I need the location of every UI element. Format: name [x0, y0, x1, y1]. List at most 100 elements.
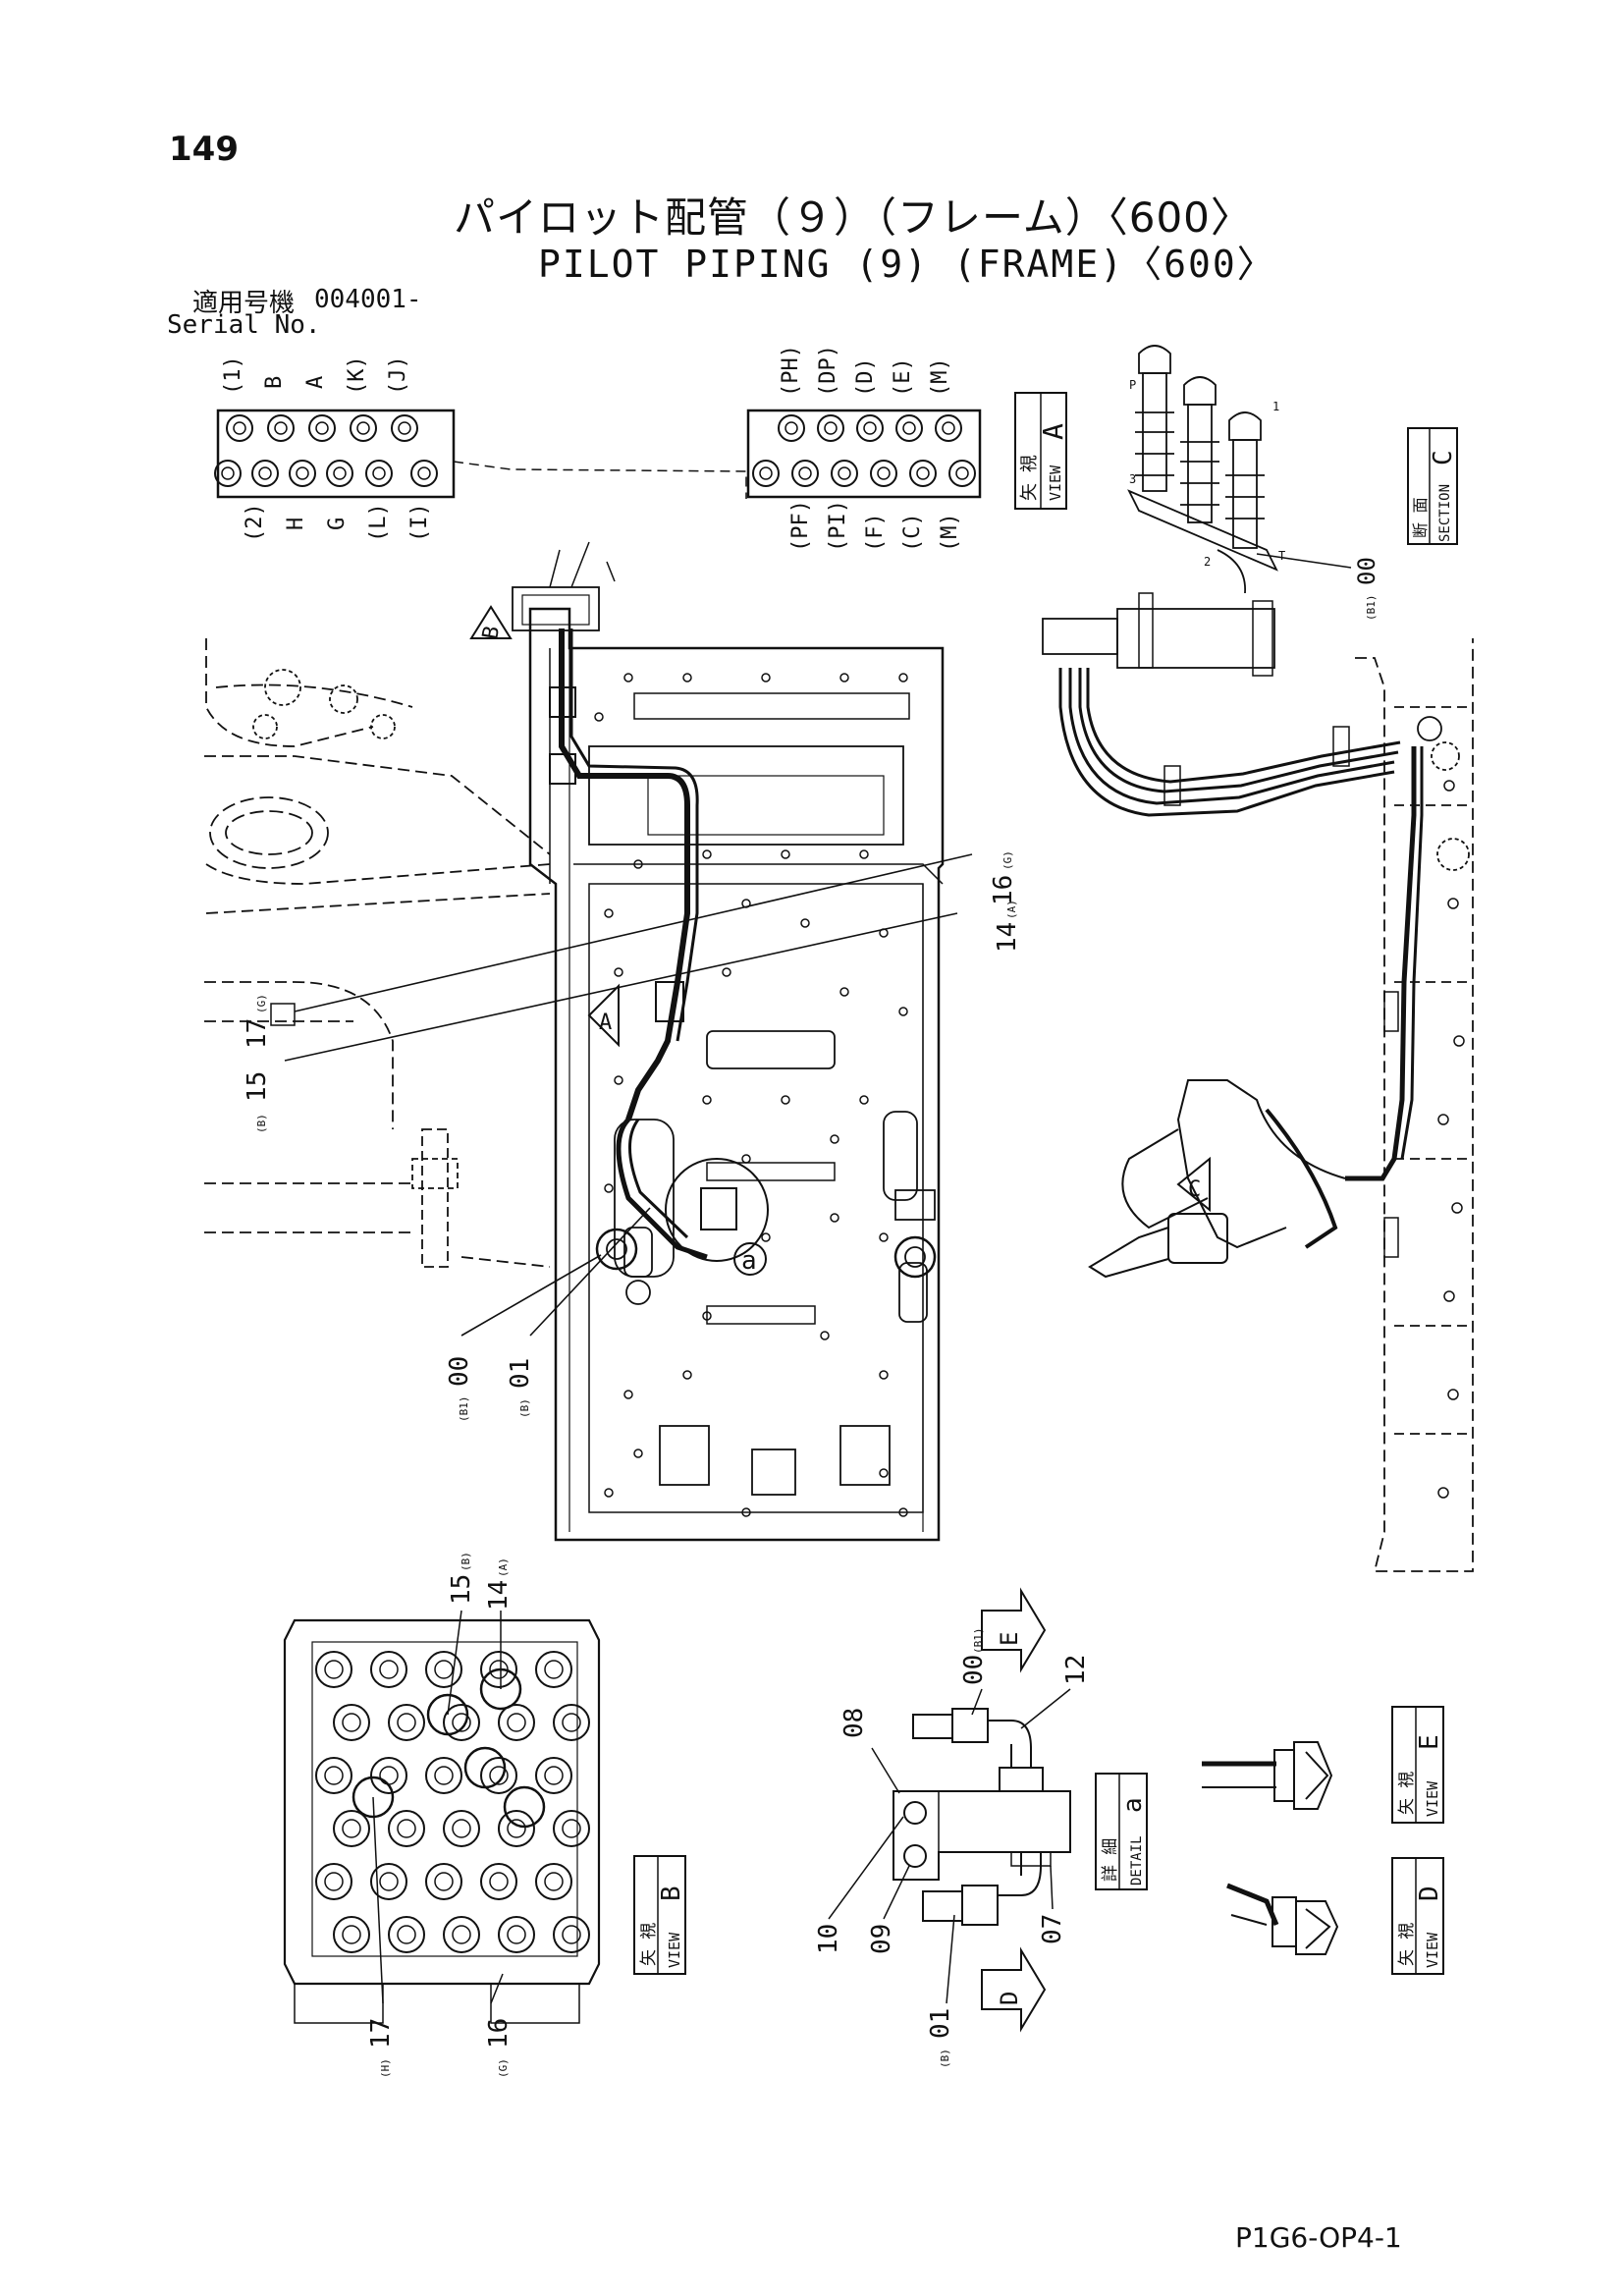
port-fitting — [410, 460, 438, 487]
bolt-head — [879, 1370, 889, 1380]
bolt-head — [722, 967, 731, 977]
drawing-code: P1G6-OP4-1 — [1235, 2221, 1402, 2254]
port-label: (F) — [863, 513, 888, 552]
port-fitting — [778, 414, 805, 442]
hose-fitting — [562, 1925, 581, 1944]
callout-sub: (B1) — [972, 1628, 985, 1655]
port-fitting — [863, 421, 877, 435]
serial-label-japanese: 適用号機 — [192, 289, 296, 318]
title-japanese: パイロット配管（９）（フレーム）〈600〉 — [454, 193, 1253, 242]
bolt-head — [839, 673, 849, 683]
hose-fitting — [498, 1916, 535, 1953]
hose-fitting — [315, 1863, 352, 1900]
main-frame-view: B a A — [204, 541, 945, 1542]
port-label: (K) — [345, 355, 369, 395]
callout-number: 07 — [1038, 1914, 1067, 1944]
callout-number: 01 — [926, 2008, 955, 2039]
hose-fitting — [452, 1713, 471, 1732]
view-e-english: VIEW — [1424, 1780, 1441, 1817]
bolt-head — [781, 1095, 790, 1105]
hose-fitting — [388, 1916, 425, 1953]
port-fitting — [233, 421, 246, 435]
port-fitting — [935, 414, 962, 442]
callout-sub: (G) — [497, 2058, 510, 2078]
section-c-drawing: P 3 2 T 1 — [1127, 345, 1285, 594]
view-e-japanese: 矢 視 — [1397, 1772, 1417, 1815]
arrow-b-letter: B — [478, 625, 505, 641]
hose-fitting — [544, 1766, 564, 1785]
part-tag-17 — [270, 1003, 296, 1026]
hose-fitting — [507, 1925, 526, 1944]
hose-fitting — [452, 1925, 471, 1944]
leader-lines-view-b — [372, 1610, 504, 2004]
hose-fitting — [434, 1766, 454, 1785]
port-label: G — [325, 518, 350, 530]
hose-fitting — [443, 1810, 480, 1847]
hose-fitting — [315, 1651, 352, 1688]
view-a-english: VIEW — [1047, 465, 1064, 501]
bolt-head — [898, 673, 908, 683]
svg-text:2: 2 — [1204, 555, 1211, 569]
port-fitting — [372, 466, 386, 480]
port-fitting — [221, 466, 235, 480]
section-c-japanese: 断 面 — [1411, 497, 1430, 538]
port-opening — [426, 1693, 469, 1736]
hose-fitting — [443, 1916, 480, 1953]
bolt-head — [859, 849, 869, 859]
view-a-letter: A — [1037, 423, 1069, 440]
hose-fitting — [379, 1660, 399, 1679]
bolt-head — [781, 849, 790, 859]
hose-fitting — [333, 1810, 370, 1847]
bolt-head — [702, 1311, 712, 1321]
bolt-head — [633, 1449, 643, 1458]
hose-fitting — [324, 1660, 344, 1679]
bolt-head — [1437, 1114, 1449, 1125]
bolt-head — [820, 1331, 830, 1340]
svg-text:T: T — [1278, 549, 1285, 563]
port-label: (1) — [221, 355, 245, 395]
detail-a-japanese: 詳 細 — [1101, 1838, 1120, 1882]
hose-fitting — [562, 1819, 581, 1838]
section-c-letter: C — [1429, 450, 1458, 465]
callout-sub: (H) — [379, 2058, 392, 2078]
hose-fitting — [544, 1872, 564, 1891]
callout-number: 00 — [445, 1356, 474, 1387]
bolt-head — [761, 673, 771, 683]
port-label: (L) — [366, 503, 391, 542]
bolt-head — [614, 967, 623, 977]
hose-fitting — [452, 1819, 471, 1838]
bolt-head — [604, 1488, 614, 1498]
port-block-right-outline — [746, 409, 982, 499]
detail-circle-letter: a — [741, 1246, 757, 1276]
bolt-head — [898, 1507, 908, 1517]
port-label: (I) — [407, 503, 432, 542]
svg-text:1: 1 — [1272, 400, 1279, 413]
bolt-head — [1453, 1035, 1465, 1047]
view-b-letter: B — [657, 1886, 686, 1901]
view-e-label: 矢 視 VIEW E — [1391, 1706, 1444, 1824]
port-label: (PF) — [788, 500, 813, 552]
hose-fitting — [379, 1872, 399, 1891]
hose-fitting — [480, 1757, 517, 1794]
arrow-a-letter: A — [599, 1011, 612, 1035]
hose-fitting — [434, 1660, 454, 1679]
port-fitting — [791, 460, 819, 487]
hose-fitting — [315, 1757, 352, 1794]
port-fitting — [356, 421, 370, 435]
port-fitting — [267, 414, 295, 442]
port-fitting — [831, 460, 858, 487]
callout-number: 16 — [484, 2018, 514, 2049]
hose-fitting — [388, 1704, 425, 1741]
port-row-left-bottom — [214, 460, 438, 487]
port-fitting — [326, 460, 353, 487]
callout-sub: (B) — [518, 1398, 531, 1418]
view-b-label: 矢 視 VIEW B — [633, 1855, 686, 1975]
hose-fitting — [562, 1713, 581, 1732]
hose-fitting — [553, 1916, 590, 1953]
bolt-head — [741, 1154, 751, 1164]
hose-fitting — [489, 1872, 509, 1891]
port-fitting — [391, 414, 418, 442]
port-row-right-bottom — [752, 460, 976, 487]
bolt-head — [604, 1183, 614, 1193]
